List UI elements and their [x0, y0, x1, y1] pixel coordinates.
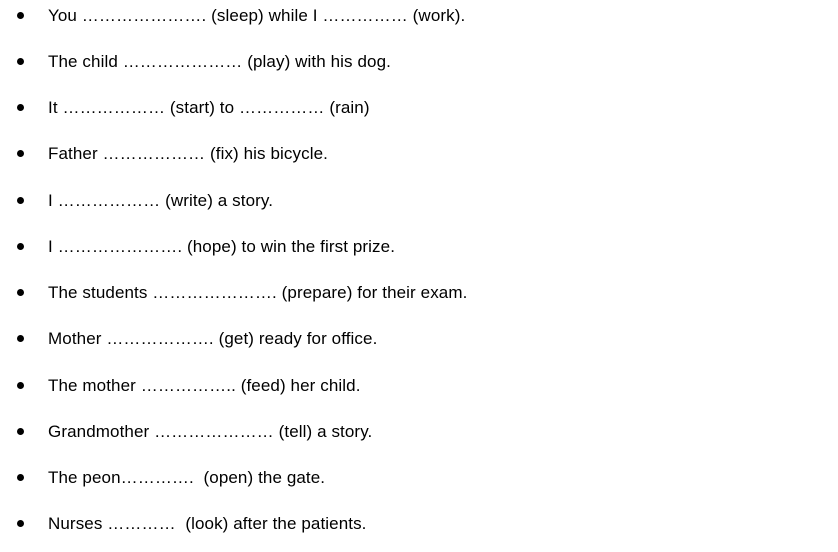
exercise-sentence: Nurses ………… (look) after the patients.	[48, 514, 367, 533]
list-item: I …………………. (hope) to win the first prize…	[0, 235, 838, 259]
exercise-sentence: Grandmother ………………… (tell) a story.	[48, 422, 373, 441]
bullet-icon	[17, 382, 24, 389]
exercise-sentence: It ……………… (start) to …………… (rain)	[48, 98, 370, 117]
exercise-sentence: The peon…………. (open) the gate.	[48, 468, 326, 487]
list-item: You …………………. (sleep) while I …………… (work…	[0, 4, 838, 28]
bullet-icon	[17, 428, 24, 435]
bullet-icon	[17, 289, 24, 296]
exercise-sentence: Mother ………………. (get) ready for office.	[48, 329, 378, 348]
bullet-icon	[17, 58, 24, 65]
list-item: Father ……………… (fix) his bicycle.	[0, 142, 838, 166]
list-item: The mother …………….. (feed) her child.	[0, 374, 838, 398]
bullet-icon	[17, 474, 24, 481]
exercise-sentence: The mother …………….. (feed) her child.	[48, 376, 361, 395]
list-item: Grandmother ………………… (tell) a story.	[0, 420, 838, 444]
list-item: The students …………………. (prepare) for thei…	[0, 281, 838, 305]
exercise-sentence: I ……………… (write) a story.	[48, 191, 274, 210]
bullet-icon	[17, 335, 24, 342]
bullet-icon	[17, 243, 24, 250]
list-item: Nurses ………… (look) after the patients.	[0, 512, 838, 536]
bullet-icon	[17, 150, 24, 157]
exercise-sentence: You …………………. (sleep) while I …………… (work…	[48, 6, 466, 25]
list-item: Mother ………………. (get) ready for office.	[0, 327, 838, 351]
bullet-icon	[17, 12, 24, 19]
list-item: It ……………… (start) to …………… (rain)	[0, 96, 838, 120]
exercise-sentence: Father ……………… (fix) his bicycle.	[48, 144, 328, 163]
bullet-icon	[17, 104, 24, 111]
exercise-sentence: I …………………. (hope) to win the first prize…	[48, 237, 396, 256]
exercise-sentence: The child ………………… (play) with his dog.	[48, 52, 391, 71]
bullet-icon	[17, 520, 24, 527]
list-item: The child ………………… (play) with his dog.	[0, 50, 838, 74]
list-item: The peon…………. (open) the gate.	[0, 466, 838, 490]
list-item: I ……………… (write) a story.	[0, 189, 838, 213]
exercise-sentence: The students …………………. (prepare) for thei…	[48, 283, 468, 302]
bullet-icon	[17, 197, 24, 204]
